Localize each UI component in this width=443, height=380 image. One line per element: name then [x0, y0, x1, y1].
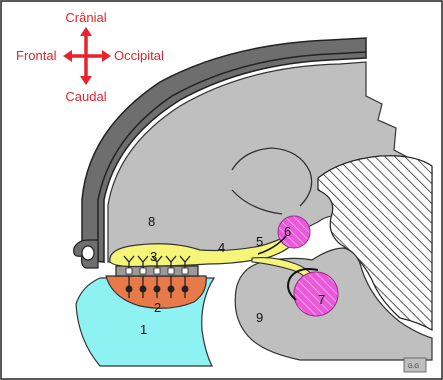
- structure-label-7: 7: [318, 292, 325, 307]
- structure-label-3: 3: [150, 249, 157, 264]
- orientation-bottom-label: Caudal: [65, 89, 106, 104]
- orientation-top-label: Crânial: [65, 10, 106, 25]
- structure-label-6: 6: [284, 224, 291, 239]
- nucleus-7: [294, 272, 338, 316]
- orientation-left-label: Frontal: [16, 48, 57, 63]
- nucleus-6: [278, 216, 310, 248]
- orientation-right-label: Occipital: [114, 48, 164, 63]
- signature-text: G.G: [408, 364, 419, 370]
- orientation-compass: [63, 27, 111, 85]
- nasal-opening: [82, 246, 94, 260]
- structure-label-4: 4: [218, 240, 225, 255]
- structure-label-5: 5: [256, 234, 263, 249]
- structure-label-1: 1: [140, 322, 147, 337]
- structure-label-8: 8: [148, 214, 155, 229]
- structure-label-9: 9: [256, 310, 263, 325]
- structure-label-2: 2: [154, 300, 161, 315]
